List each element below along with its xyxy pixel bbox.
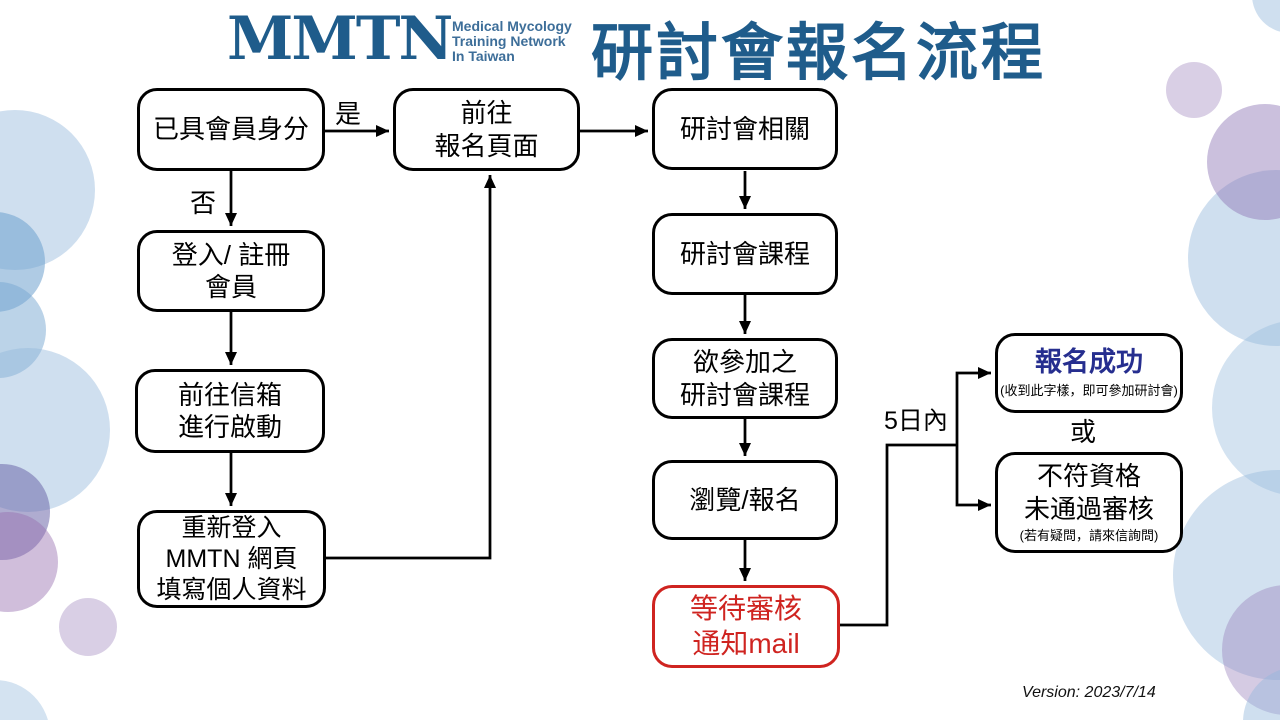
decorative-circle [1212,320,1280,496]
page-title: 研討會報名流程 [591,19,1047,88]
decorative-circle [0,348,110,512]
logo-subtitle-line: In Taiwan [452,48,515,64]
decorative-circle [0,464,50,560]
node-registration-success: 報名成功 (收到此字樣，即可參加研討會) [995,333,1183,413]
mmtn-logo-subtitle: Medical Mycology Training Network In Tai… [452,19,572,64]
decorative-circle [1222,585,1280,715]
decorative-circle [1166,62,1222,118]
node-text: 通知mail [692,627,800,659]
version-text: Version: 2023/7/14 [1022,684,1156,701]
node-text: 登入/ 註冊 [171,239,291,270]
node-text: 已具會員身分 [152,114,309,145]
node-text: 前往信箱 [177,379,282,410]
decorative-circle [0,282,46,378]
edge-label-within-5-days: 5日內 [884,407,948,435]
node-mailbox-activate: 前往信箱 進行啟動 [135,369,325,453]
connector-junction-to-success [955,367,991,445]
decorative-circle [1188,170,1280,346]
edge-label-or: 或 [1070,417,1097,447]
node-text: 研討會相關 [679,113,810,144]
node-text: 研討會課程 [679,379,810,410]
decorative-circle [1243,667,1280,720]
node-note: (收到此字樣，即可參加研討會) [1000,382,1178,398]
node-text: 等待審核 [689,592,802,624]
node-text: 前往 [460,98,513,129]
decorative-circle [1252,0,1280,33]
node-seminar-course: 研討會課程 [652,213,838,295]
node-text: 報名頁面 [434,130,539,161]
node-text: 研討會課程 [679,238,810,269]
logo-subtitle-line: Training Network [452,33,566,49]
decorative-circle [1173,470,1280,680]
node-note: (若有疑問，請來信詢問) [1019,527,1159,543]
decorative-circle [0,110,95,270]
decorative-circle [1207,104,1280,220]
node-text: 未通過審核 [1023,493,1154,524]
node-text: 會員 [204,272,257,302]
edge-label-yes: 是 [335,99,362,129]
node-login-register: 登入/ 註冊 會員 [137,230,325,312]
node-text: 填寫個人資料 [156,575,307,604]
connector-wait-to-junction [840,443,957,627]
node-relogin-fill-profile: 重新登入 MMTN 網頁 填寫個人資料 [137,510,326,608]
node-browse-register: 瀏覽/報名 [652,460,838,540]
node-text: 報名成功 [1035,347,1143,378]
node-text: MMTN 網頁 [165,544,298,573]
node-text: 欲參加之 [692,347,797,378]
node-member: 已具會員身分 [137,88,325,171]
decorative-circle [59,598,117,656]
node-wait-review-mail: 等待審核 通知mail [652,585,840,668]
node-text: 瀏覽/報名 [689,484,801,515]
connector-relogin-to-gotopage [326,175,496,560]
node-seminar-related: 研討會相關 [652,88,838,170]
node-text: 重新登入 [181,513,282,542]
logo-subtitle-line: Medical Mycology [452,18,572,34]
connector-junction-to-rejected [955,445,991,511]
mmtn-logo: MMTN [227,4,453,74]
node-text: 進行啟動 [177,412,282,442]
node-goto-registration-page: 前往 報名頁面 [393,88,580,171]
decorative-circle [0,512,58,612]
node-target-course: 欲參加之 研討會課程 [652,338,838,419]
decorative-circle [0,212,45,312]
edge-label-no: 否 [190,188,217,218]
node-text: 不符資格 [1036,461,1141,492]
decorative-circle [0,680,50,720]
node-not-qualified: 不符資格 未通過審核 (若有疑問，請來信詢問) [995,452,1183,553]
